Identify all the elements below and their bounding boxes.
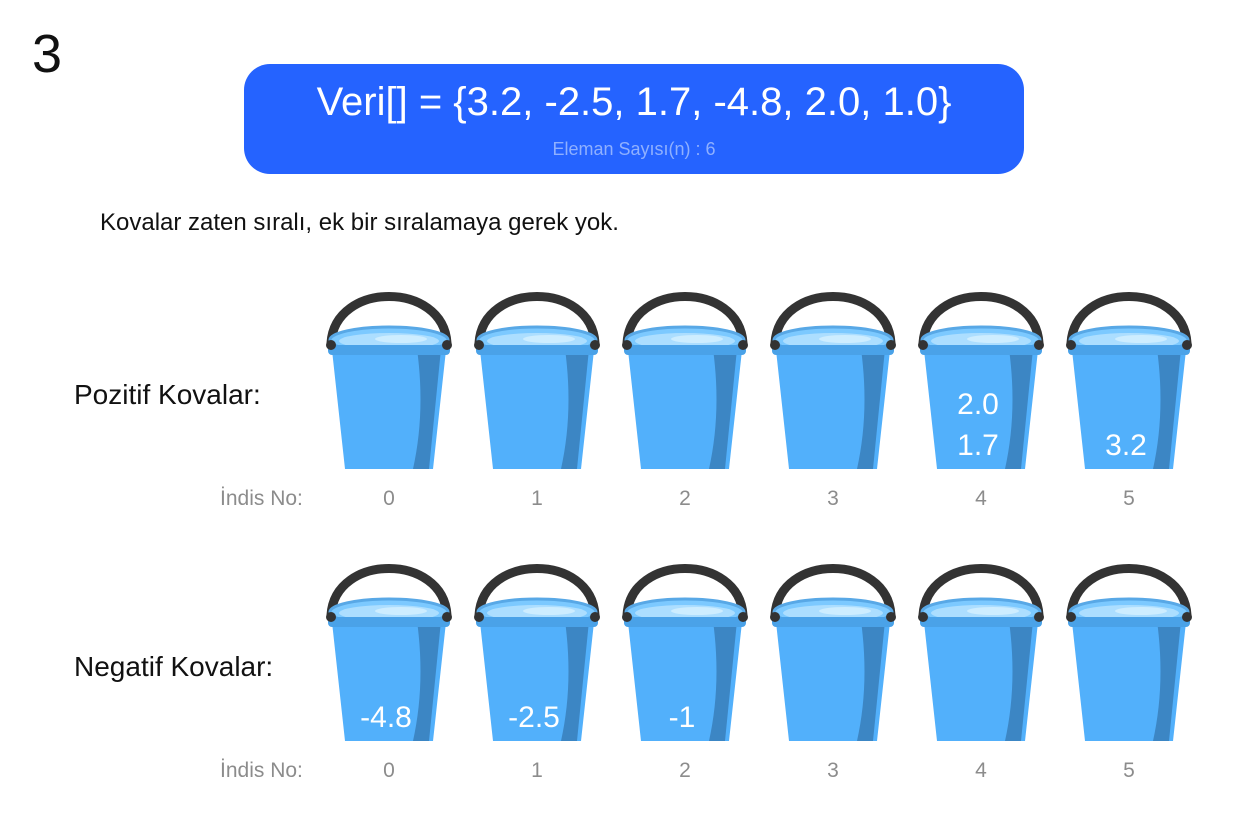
- positive-buckets-label: Pozitif Kovalar:: [74, 379, 261, 410]
- data-array-box: Veri[] = {3.2, -2.5, 1.7, -4.8, 2.0, 1.0…: [244, 64, 1024, 174]
- positive-bucket-5-values: 3.2: [1071, 283, 1181, 479]
- negative-bucket-0: -4.8: [323, 555, 455, 751]
- negative-index-4: 4: [975, 759, 987, 782]
- positive-index-0: 0: [383, 487, 395, 510]
- bucket-icon: [1066, 564, 1192, 741]
- negative-bucket-5: [1063, 555, 1195, 751]
- bucket-icon: [474, 292, 600, 469]
- negative-index-0: 0: [383, 759, 395, 782]
- positive-index-5: 5: [1123, 487, 1135, 510]
- negative-index-1: 1: [531, 759, 543, 782]
- negative-bucket-4: [915, 555, 1047, 751]
- negative-buckets-label: Negatif Kovalar:: [74, 651, 274, 682]
- positive-bucket-2-values: [627, 283, 737, 479]
- positive-bucket-3-values: [775, 283, 885, 479]
- bucket-icon: [770, 564, 896, 741]
- data-array-title: Veri[] = {3.2, -2.5, 1.7, -4.8, 2.0, 1.0…: [316, 80, 952, 124]
- bucket-icon: [474, 564, 600, 741]
- positive-bucket-0-values: [331, 283, 441, 479]
- negative-bucket-3-values: [775, 555, 885, 751]
- step-number: 3: [32, 24, 63, 84]
- sorting-note: Kovalar zaten sıralı, ek bir sıralamaya …: [100, 209, 619, 236]
- positive-index-label: İndis No:: [220, 487, 303, 510]
- bucket-icon: [326, 292, 452, 469]
- bucket-icon: [622, 564, 748, 741]
- negative-index-5: 5: [1123, 759, 1135, 782]
- bucket-value: -1: [668, 701, 696, 734]
- positive-bucket-1: [471, 283, 603, 479]
- bucket-icon: [622, 292, 748, 469]
- positive-index-2: 2: [679, 487, 691, 510]
- bucket-value: -4.8: [360, 701, 412, 734]
- positive-index-1: 1: [531, 487, 543, 510]
- positive-bucket-0: [323, 283, 455, 479]
- negative-bucket-2-values: -1: [627, 555, 737, 751]
- negative-index-2: 2: [679, 759, 691, 782]
- bucket-icon: [918, 292, 1044, 469]
- positive-bucket-2: [619, 283, 751, 479]
- negative-index-3: 3: [827, 759, 839, 782]
- negative-bucket-3: [767, 555, 899, 751]
- positive-bucket-5: 3.2: [1063, 283, 1195, 479]
- negative-bucket-1-values: -2.5: [479, 555, 589, 751]
- negative-bucket-1: -2.5: [471, 555, 603, 751]
- bucket-value: -2.5: [508, 701, 560, 734]
- positive-bucket-1-values: [479, 283, 589, 479]
- positive-bucket-3: [767, 283, 899, 479]
- negative-bucket-4-values: [923, 555, 1033, 751]
- bucket-icon: [1066, 292, 1192, 469]
- bucket-value: 2.0: [957, 388, 999, 421]
- positive-index-3: 3: [827, 487, 839, 510]
- negative-index-label: İndis No:: [220, 759, 303, 782]
- positive-index-4: 4: [975, 487, 987, 510]
- negative-bucket-2: -1: [619, 555, 751, 751]
- bucket-value: 1.7: [957, 429, 999, 462]
- bucket-value: 3.2: [1105, 429, 1147, 462]
- bucket-icon: [326, 564, 452, 741]
- negative-bucket-5-values: [1071, 555, 1181, 751]
- negative-bucket-0-values: -4.8: [331, 555, 441, 751]
- bucket-icon: [770, 292, 896, 469]
- bucket-icon: [918, 564, 1044, 741]
- element-count: Eleman Sayısı(n) : 6: [552, 139, 716, 159]
